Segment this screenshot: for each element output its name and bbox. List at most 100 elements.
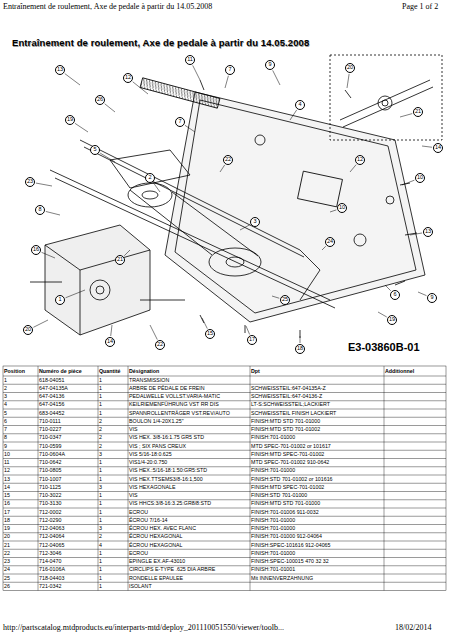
table-rule (3, 483, 446, 484)
table-cell: 1 (99, 378, 102, 383)
leader-line (378, 312, 387, 317)
callout-number: 14 (433, 143, 443, 153)
table-cell: FINISH:701-01001 (251, 567, 295, 572)
table-cell: KEILRIEMENFÜHRUNG VST RR DIS (129, 402, 219, 407)
table-cell: SCHWEISSTEIL:647-04135A-Z (251, 386, 326, 391)
callout-number: 16 (31, 245, 41, 255)
callout-number: 20 (23, 325, 33, 335)
leader-line (153, 183, 160, 192)
table-cell: 1 (99, 518, 102, 523)
table-cell: 12 (4, 468, 10, 473)
callout-number: 25 (280, 295, 290, 305)
table-cell: 1 (99, 386, 102, 391)
table-rule (3, 442, 446, 443)
leader-line (300, 336, 301, 343)
table-cell: PEDALWELLE VOLLST.VARIA-MATIC (129, 394, 220, 399)
table-cell: 15 (4, 493, 10, 498)
table-cell: ÉCROU HEX. AVEC FLANC (129, 526, 196, 531)
table-cell: ISOLANT (129, 584, 152, 589)
callout-number: 12 (355, 155, 365, 165)
table-cell: 1 (99, 576, 102, 581)
leader-line (225, 76, 228, 88)
callout-number: 10 (415, 173, 425, 183)
callout-number: 21 (413, 107, 423, 117)
table-rule (3, 557, 446, 558)
table-rule (250, 366, 251, 591)
table-cell: TRANSMISSION (129, 378, 169, 383)
table-rule (3, 400, 446, 401)
callout-number: 12 (123, 73, 133, 83)
page-number: Page 1 of 2 (402, 3, 438, 11)
table-cell: 1 (99, 468, 102, 473)
table-rule (3, 475, 446, 476)
leader-line (290, 110, 297, 120)
callout-number: 24 (325, 237, 335, 247)
leader-line (400, 114, 412, 117)
table-cell: 8 (4, 435, 7, 440)
table-cell: FINISH:701-01006 911-0032 (251, 510, 319, 515)
table-rule (38, 366, 39, 591)
table-rule (3, 466, 446, 467)
table-cell: 19 (4, 526, 10, 531)
table-cell: 710-1007 (39, 477, 61, 482)
callout-number: 17 (247, 335, 257, 345)
table-rule (3, 582, 446, 583)
leader-line (422, 146, 432, 147)
leader-line (410, 233, 422, 235)
table-cell: FINISH:MTD STD 701-01000 (251, 419, 320, 424)
table-cell: 7 (4, 427, 7, 432)
table-cell: 26 (4, 584, 10, 589)
table-cell: 5 (4, 411, 7, 416)
table-cell: 714-0470 (39, 559, 61, 564)
leader-line (322, 246, 326, 250)
table-cell: 4 (99, 543, 102, 548)
table-cell: VIS HEXAGONALE (129, 485, 176, 490)
table-cell: 1 (99, 394, 102, 399)
leader-line (150, 325, 157, 340)
table-cell: 17 (4, 510, 10, 515)
table-cell: 683-04452 (39, 411, 64, 416)
table-cell: 3 (4, 394, 7, 399)
callout-number: 7 (175, 117, 185, 127)
table-cell: 11 (4, 460, 10, 465)
table-rule (3, 433, 446, 434)
table-header: Dpt (251, 369, 260, 374)
leader-line (111, 325, 112, 336)
table-cell: VIS 5/16-18:0.625 (129, 452, 172, 457)
page-date: 18/02/2014 (395, 624, 431, 632)
callout-number: 14 (105, 337, 115, 347)
table-rule (3, 425, 446, 426)
leader-line (133, 82, 148, 94)
callout-number: 22 (155, 340, 165, 350)
callout-number: 7 (225, 65, 235, 75)
table-rule (3, 549, 446, 550)
leader-line (65, 74, 80, 85)
leader-line (33, 320, 48, 327)
table-cell: 1 (99, 567, 102, 572)
table-cell: 1 (99, 460, 102, 465)
callout-number: 9 (265, 60, 275, 70)
table-cell: 710-1125 (39, 485, 61, 490)
leader-line (347, 74, 349, 88)
callout-number: 8 (35, 205, 45, 215)
table-cell: 2 (99, 435, 102, 440)
leader-line (105, 104, 115, 112)
callout-number: 9 (427, 293, 437, 303)
table-rule (3, 499, 446, 500)
table-cell: 712-04064 (39, 534, 64, 539)
table-cell: 1 (99, 510, 102, 515)
table-cell: 23 (4, 559, 10, 564)
table-cell: FINISH:STD 701-01000 (251, 493, 307, 498)
table-cell: 710-0805 (39, 468, 61, 473)
table-cell: SPANNROLLENTRÄGER VST.REV/AUTO (129, 411, 230, 416)
leader-line (330, 210, 336, 212)
table-cell: 2 (99, 534, 102, 539)
table-rule (384, 366, 385, 591)
table-cell: EPINGLE EX.AF-43010 (129, 559, 185, 564)
table-cell: 712-0290 (39, 518, 61, 523)
callout-number: 1 (55, 295, 65, 305)
table-cell: FINISH:MTD STD 701-01000 (251, 501, 320, 506)
callout-number: 13 (55, 65, 65, 75)
table-cell: VIS HEX. 3/8-16:1.75 GR5 STD (129, 435, 204, 440)
table-cell: 24 (4, 567, 10, 572)
